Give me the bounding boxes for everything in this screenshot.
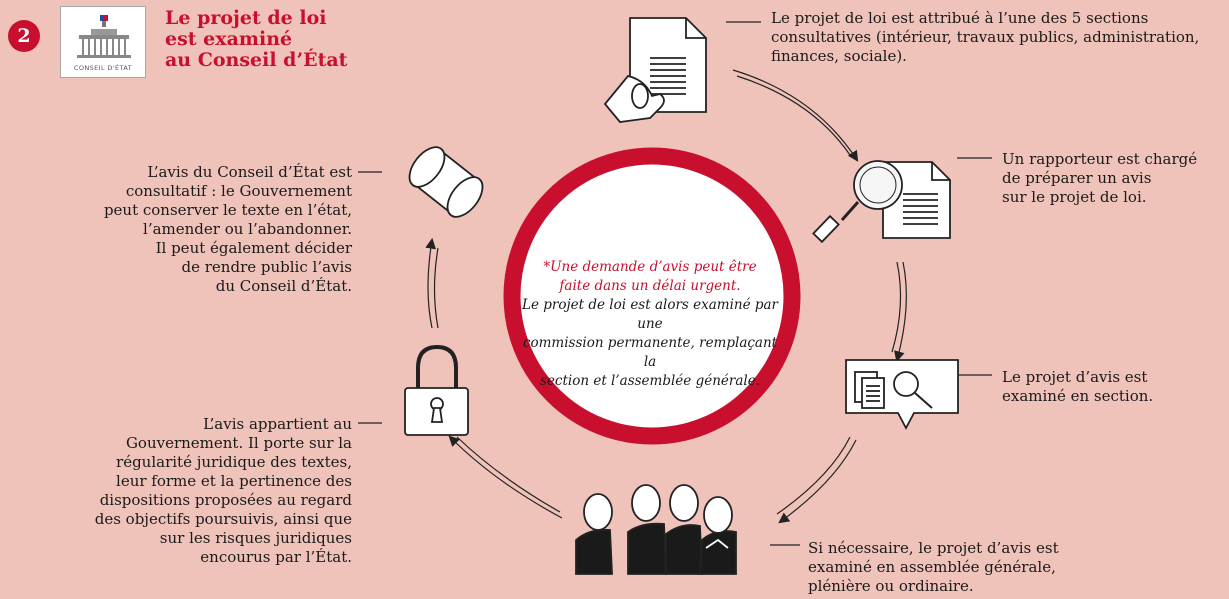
step-6-text: L’avis du Conseil d’État est consultatif… xyxy=(103,163,352,295)
group-people-icon xyxy=(575,484,737,575)
documents-speech-bubble-icon xyxy=(845,359,959,430)
building-icon xyxy=(77,15,131,58)
step-number-badge: 2 xyxy=(8,20,40,52)
document-hand-icon xyxy=(603,17,707,123)
urgent-note-line-1: *Une demande d’avis peut être xyxy=(543,259,757,275)
center-ring xyxy=(503,147,801,445)
step-3-text: Le projet d’avis est examiné en section. xyxy=(1002,368,1154,405)
arrow-2 xyxy=(894,261,907,363)
arrow-1 xyxy=(732,69,859,162)
scroll-icon xyxy=(408,146,484,218)
conseil-detat-logo: CONSEIL D'ÉTAT xyxy=(60,6,146,78)
logo-text: CONSEIL D'ÉTAT xyxy=(73,64,133,72)
cycle-arrows xyxy=(425,69,907,524)
urgent-procedure-note: *Une demande d’avis peut être faite dans… xyxy=(520,258,780,391)
arrow-4 xyxy=(448,435,563,519)
urgent-note-line-2: faite dans un délai urgent. xyxy=(559,278,741,294)
arrow-3 xyxy=(778,439,857,524)
step-5-text: L’avis appartient au Gouvernement. Il po… xyxy=(94,415,352,566)
step-4-text: Si nécessaire, le projet d’avis est exam… xyxy=(808,539,1059,595)
page-title: Le projet de loi est examiné au Conseil … xyxy=(165,7,348,71)
padlock-icon xyxy=(404,344,469,436)
commission-note-line-1: Le projet de loi est alors examiné par u… xyxy=(521,297,779,332)
commission-note-line-2: commission permanente, remplaçant la xyxy=(522,335,778,370)
magnifier-document-icon xyxy=(812,160,951,244)
step-2-text: Un rapporteur est chargé de préparer un … xyxy=(1002,150,1198,206)
commission-note-line-3: section et l’assemblée générale. xyxy=(540,373,760,389)
arrow-5 xyxy=(425,237,436,329)
connector-lines xyxy=(358,21,992,546)
step-1-text: Le projet de loi est attribué à l’une de… xyxy=(771,9,1200,65)
